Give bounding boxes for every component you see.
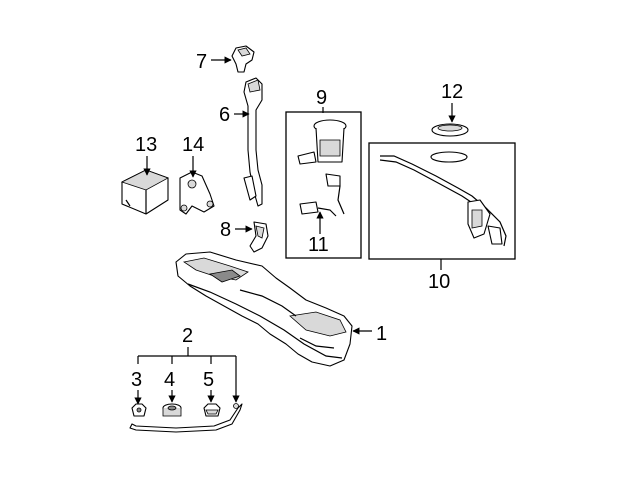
part-6-filler-neck [243,77,263,207]
callout-10: 10 [428,271,450,293]
part-14-bracket [179,171,215,215]
part-7-filler-cap [231,45,255,73]
part-4-grommet [162,403,182,417]
callout-5: 5 [203,369,214,391]
part-12-lock-ring [431,123,469,137]
callout-6: 6 [219,104,230,126]
part-2-strap [129,403,243,433]
callout-11: 11 [308,234,329,256]
leader-2-group [137,347,240,403]
part-10-fuel-sender [379,151,507,247]
callout-3: 3 [131,369,142,391]
box-10 [368,142,516,260]
part-13-module [120,169,169,215]
callout-13: 13 [135,134,157,156]
callout-4: 4 [164,369,175,391]
part-8-hose [249,221,269,253]
part-11-sensor [299,173,345,217]
callout-1: 1 [376,323,387,345]
callout-7: 7 [196,51,207,73]
callout-14: 14 [182,134,204,156]
part-9-fuel-pump [297,119,347,165]
part-1-fuel-tank [175,251,353,367]
callout-8: 8 [220,219,231,241]
callout-9: 9 [316,87,327,109]
part-3-nut [131,403,147,417]
part-5-bolt [203,403,221,417]
callout-2: 2 [182,325,193,347]
callout-12: 12 [441,81,463,103]
